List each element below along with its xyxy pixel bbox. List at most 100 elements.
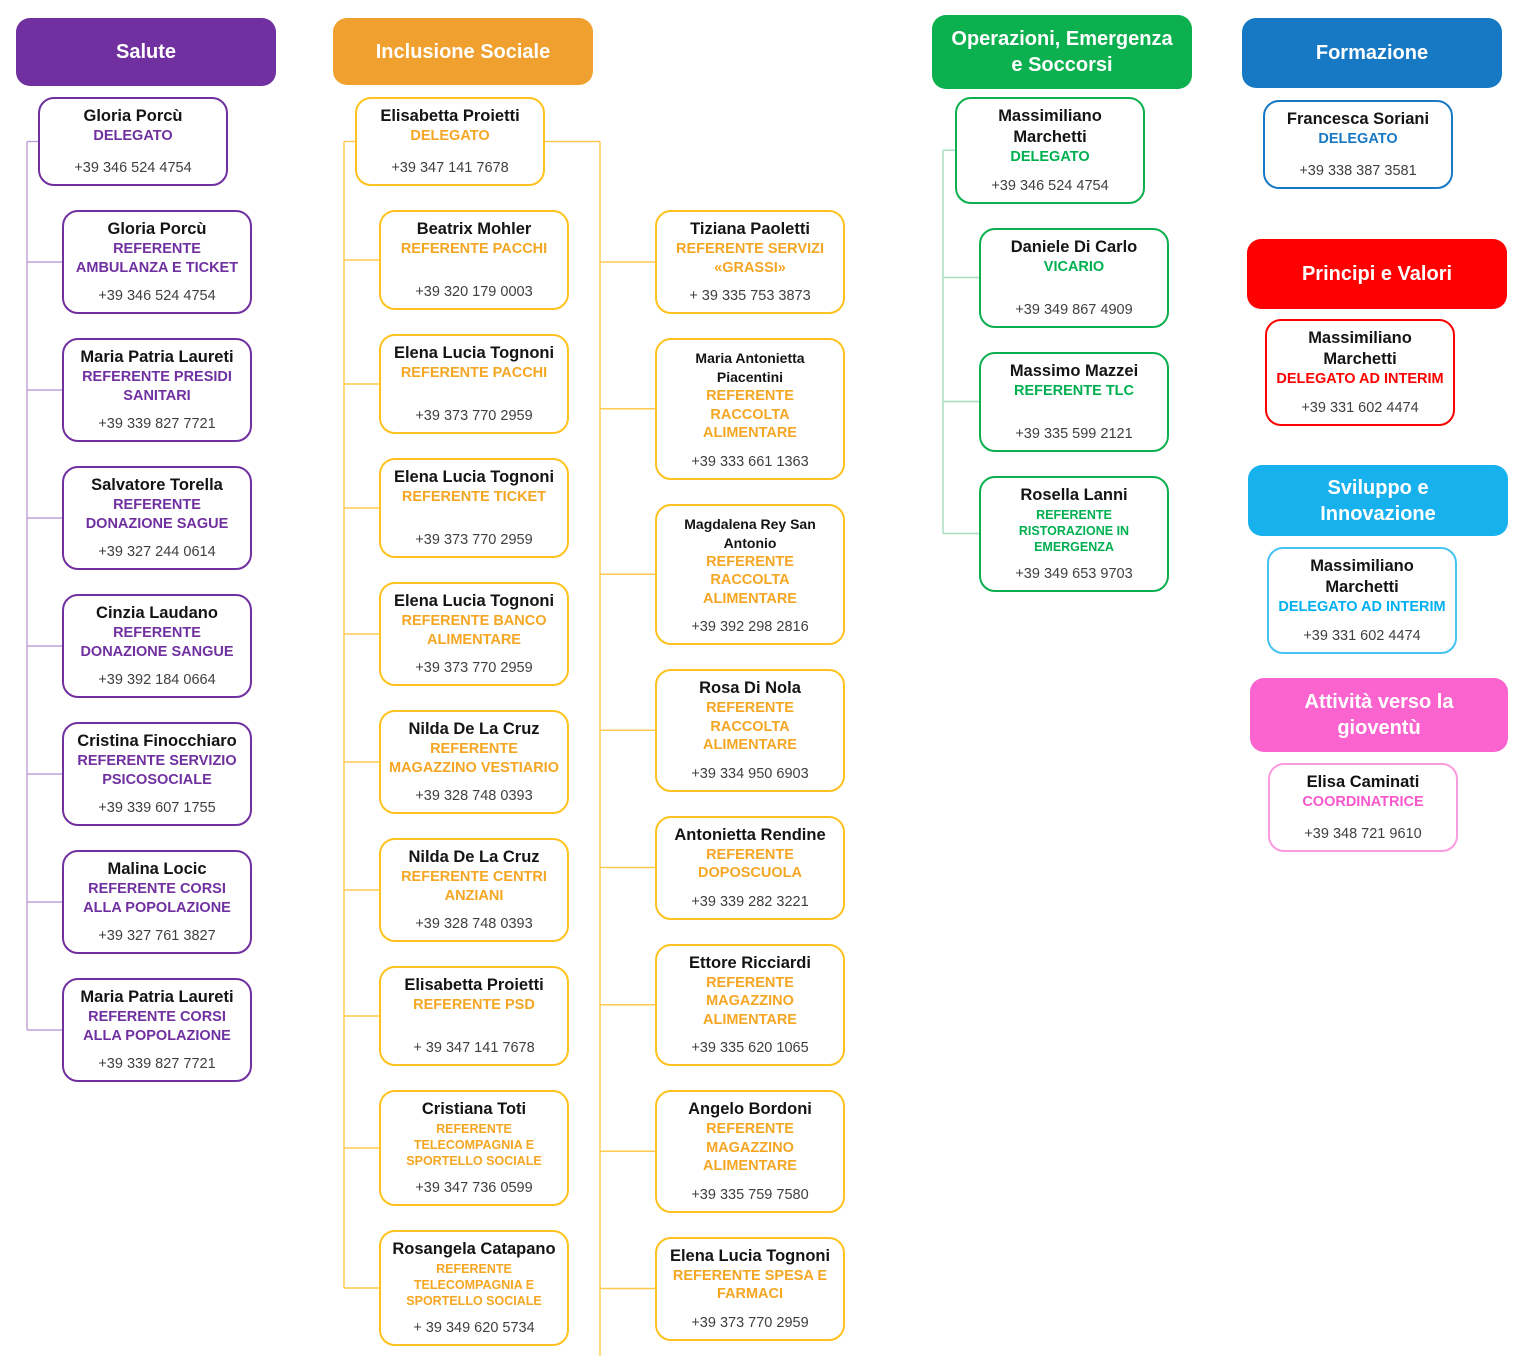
person-card: Elena Lucia Tognoni REFERENTE TICKET +39…: [379, 458, 569, 558]
person-name: Cristiana Toti: [421, 1100, 527, 1118]
person-role: COORDINATRICE: [1302, 794, 1424, 810]
person-card: Massimo Mazzei REFERENTE TLC +39 335 599…: [979, 351, 1169, 452]
person-role: REFERENTE PACCHI: [400, 241, 548, 257]
person-name: Magdalena Rey San Antonio: [684, 515, 816, 551]
person-card: Rosella Lanni REFERENTE RISTORAZIONE IN …: [979, 475, 1169, 592]
person-phone: +39 346 524 4754: [74, 160, 192, 176]
person-role: VICARIO: [1043, 258, 1105, 275]
person-name: Elena Lucia Tognoni: [393, 592, 555, 610]
person-role: DELEGATO AD INTERIM: [1278, 599, 1446, 615]
person-phone: +39 339 827 7721: [98, 416, 216, 432]
person-phone: + 39 347 141 7678: [413, 1040, 535, 1056]
person-role: REFERENTE DOPOSCUOLA: [698, 846, 802, 882]
person-name: Gloria Porcù: [83, 107, 183, 125]
person-role: REFERENTE PSD: [413, 997, 535, 1013]
section-header-inclusione: Inclusione Sociale: [333, 18, 593, 85]
person-phone: +39 328 748 0393: [415, 788, 533, 804]
person-role: REFERENTE DONAZIONE SANGUE: [80, 625, 234, 660]
person-name: Francesca Soriani: [1286, 110, 1430, 128]
person-card: Nilda De La Cruz REFERENTE CENTRI ANZIAN…: [379, 838, 569, 942]
person-phone: +39 346 524 4754: [98, 288, 216, 304]
person-name: Rosangela Catapano: [392, 1240, 556, 1258]
card-stack-inclusione-left: Elisabetta Proietti DELEGATO +39 347 141…: [355, 97, 571, 1346]
person-phone: +39 373 770 2959: [691, 1314, 809, 1331]
person-name: Cinzia Laudano: [96, 604, 218, 622]
person-role: DELEGATO: [1010, 149, 1090, 165]
person-card: Beatrix Mohler REFERENTE PACCHI +39 320 …: [379, 210, 569, 310]
person-card: Salvatore Torella REFERENTE DONAZIONE SA…: [62, 466, 252, 570]
person-phone: +39 335 759 7580: [691, 1186, 809, 1203]
person-name: Antonietta Rendine: [674, 825, 826, 844]
person-card: Ettore Ricciardi REFERENTE MAGAZZINO ALI…: [655, 943, 845, 1066]
card-stack-principi: Massimiliano Marchetti DELEGATO AD INTER…: [1265, 319, 1457, 426]
person-card: Gloria Porcù DELEGATO +39 346 524 4754: [38, 97, 228, 186]
person-role: REFERENTE RACCOLTA ALIMENTARE: [703, 553, 797, 607]
person-card: Elena Lucia Tognoni REFERENTE PACCHI +39…: [379, 334, 569, 434]
person-name: Ettore Ricciardi: [689, 953, 811, 972]
person-role: REFERENTE TELECOMPAGNIA E SPORTELLO SOCI…: [406, 1262, 542, 1308]
person-name: Malina Locic: [107, 860, 207, 878]
person-role: REFERENTE TELECOMPAGNIA E SPORTELLO SOCI…: [406, 1122, 542, 1168]
card-stack-formazione: Francesca Soriani DELEGATO +39 338 387 3…: [1263, 100, 1453, 189]
person-name: Tiziana Paoletti: [690, 220, 810, 238]
person-name: Massimiliano Marchetti: [998, 107, 1102, 146]
card-stack-sviluppo: Massimiliano Marchetti DELEGATO AD INTER…: [1267, 547, 1457, 654]
person-card: Massimiliano Marchetti DELEGATO AD INTER…: [1267, 547, 1457, 654]
person-phone: +39 392 184 0664: [98, 672, 216, 688]
person-phone: +39 331 602 4474: [1301, 399, 1419, 416]
person-name: Maria Patria Laureti: [80, 348, 234, 366]
person-role: REFERENTE BANCO ALIMENTARE: [401, 613, 547, 648]
person-role: REFERENTE CORSI ALLA POPOLAZIONE: [83, 881, 231, 916]
person-name: Salvatore Torella: [91, 476, 223, 494]
person-phone: +39 348 721 9610: [1304, 826, 1422, 842]
person-name: Maria Patria Laureti: [80, 988, 234, 1006]
person-name: Beatrix Mohler: [416, 220, 532, 238]
person-card: Massimiliano Marchetti DELEGATO +39 346 …: [955, 97, 1145, 204]
person-phone: +39 334 950 6903: [691, 765, 809, 782]
person-role: REFERENTE SERVIZI «GRASSI»: [676, 241, 824, 276]
person-phone: + 39 335 753 3873: [689, 288, 811, 304]
person-card: Cristina Finocchiaro REFERENTE SERVIZIO …: [62, 722, 252, 826]
person-role: REFERENTE PACCHI: [400, 365, 548, 381]
person-card: Elena Lucia Tognoni REFERENTE SPESA E FA…: [655, 1236, 845, 1341]
card-stack-salute: Gloria Porcù DELEGATO +39 346 524 4754 G…: [38, 97, 254, 1082]
person-phone: +39 320 179 0003: [415, 284, 533, 300]
person-card: Rosangela Catapano REFERENTE TELECOMPAGN…: [379, 1230, 569, 1346]
person-phone: +39 349 653 9703: [1015, 565, 1133, 582]
person-card: Tiziana Paoletti REFERENTE SERVIZI «GRAS…: [655, 210, 845, 314]
person-name: Elena Lucia Tognoni: [669, 1246, 831, 1265]
person-role: REFERENTE RACCOLTA ALIMENTARE: [703, 700, 797, 753]
person-phone: +39 373 770 2959: [415, 532, 533, 548]
section-header-formazione: Formazione: [1242, 18, 1502, 88]
person-name: Massimiliano Marchetti: [1308, 329, 1412, 368]
person-card: Francesca Soriani DELEGATO +39 338 387 3…: [1263, 100, 1453, 189]
card-stack-operazioni: Massimiliano Marchetti DELEGATO +39 346 …: [955, 97, 1171, 592]
person-name: Angelo Bordoni: [688, 1100, 812, 1118]
person-role: DELEGATO AD INTERIM: [1276, 371, 1444, 387]
section-header-operazioni: Operazioni, Emergenza e Soccorsi: [932, 15, 1192, 89]
person-card: Elisa Caminati COORDINATRICE +39 348 721…: [1268, 763, 1458, 852]
person-phone: +39 328 748 0393: [415, 916, 533, 932]
person-phone: +39 373 770 2959: [415, 408, 533, 424]
person-phone: +39 331 602 4474: [1303, 627, 1421, 644]
person-name: Gloria Porcù: [107, 220, 207, 238]
person-card: Daniele Di Carlo VICARIO +39 349 867 490…: [979, 227, 1169, 328]
person-card: Magdalena Rey San Antonio REFERENTE RACC…: [655, 503, 845, 645]
person-name: Elisabetta Proietti: [380, 107, 520, 125]
person-card: Malina Locic REFERENTE CORSI ALLA POPOLA…: [62, 850, 252, 954]
person-role: REFERENTE PRESIDI SANITARI: [82, 369, 232, 404]
person-name: Nilda De La Cruz: [408, 720, 540, 738]
person-name: Cristina Finocchiaro: [77, 732, 237, 750]
person-role: DELEGATO: [410, 128, 490, 144]
person-phone: +39 373 770 2959: [415, 660, 533, 676]
card-stack-inclusione-right: Tiziana Paoletti REFERENTE SERVIZI «GRAS…: [655, 210, 847, 1356]
person-name: Elena Lucia Tognoni: [393, 468, 555, 486]
person-role: REFERENTE TLC: [1013, 382, 1135, 399]
person-role: REFERENTE SERVIZIO PSICOSOCIALE: [77, 753, 237, 788]
person-phone: +39 327 244 0614: [98, 544, 216, 560]
person-role: REFERENTE CORSI ALLA POPOLAZIONE: [83, 1009, 231, 1044]
person-card: Antonietta Rendine REFERENTE DOPOSCUOLA …: [655, 815, 845, 920]
person-phone: +39 335 599 2121: [1015, 425, 1133, 442]
person-phone: +39 392 298 2816: [691, 619, 809, 635]
